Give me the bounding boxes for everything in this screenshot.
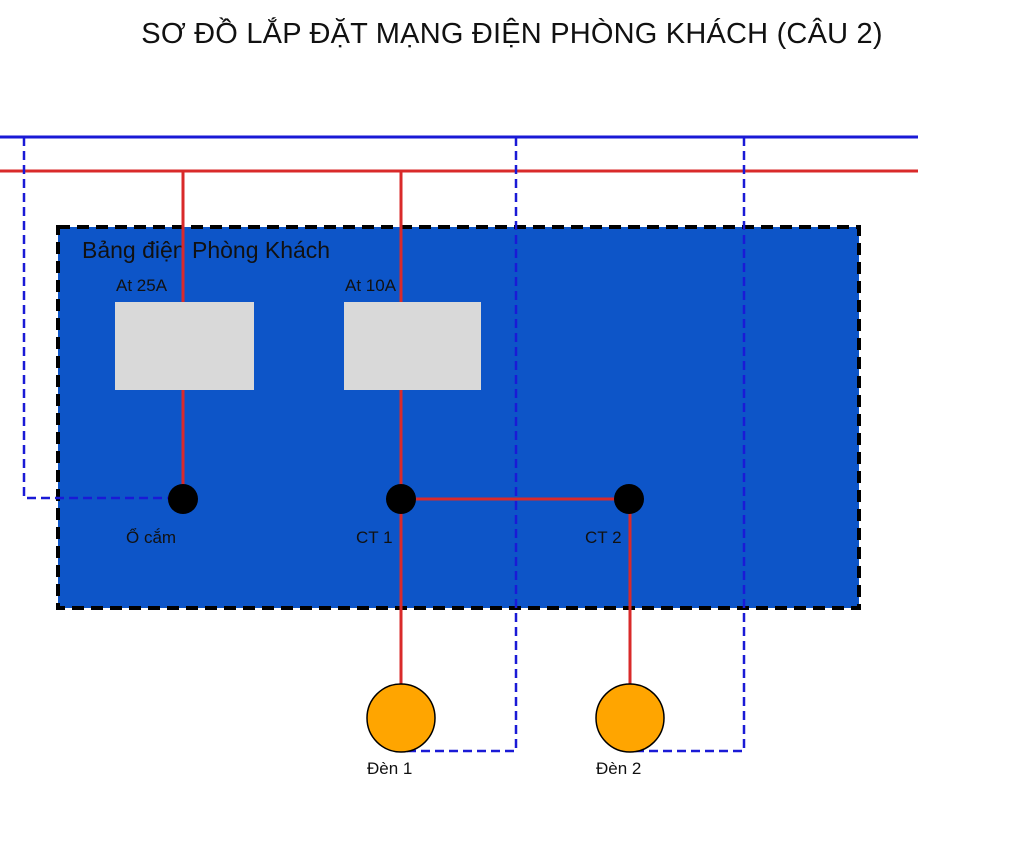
lamp-2-icon <box>595 683 665 753</box>
phase-wiring <box>181 171 632 688</box>
breaker-at25a-label: At 25A <box>116 276 168 295</box>
neutral-wiring <box>22 137 746 753</box>
lamp-2-label: Đèn 2 <box>596 759 641 778</box>
switch-ct1-terminal <box>386 484 416 514</box>
outlet-label: Ổ cắm <box>126 528 176 547</box>
panel-box <box>56 225 861 610</box>
switch-ct2-terminal <box>614 484 644 514</box>
switch-ct2-label: CT 2 <box>585 528 622 547</box>
panel-label: Bảng điện Phòng Khách <box>82 237 330 263</box>
lamp-1-label: Đèn 1 <box>367 759 412 778</box>
switch-ct1-label: CT 1 <box>356 528 393 547</box>
outlet-terminal <box>168 484 198 514</box>
breaker-at10a-label: At 10A <box>345 276 397 295</box>
diagram-title: SƠ ĐỒ LẮP ĐẶT MẠNG ĐIỆN PHÒNG KHÁCH (CÂU… <box>141 18 883 50</box>
lamp-1-icon <box>366 683 436 753</box>
breaker-at25a <box>115 302 254 390</box>
breaker-at10a <box>344 302 481 390</box>
